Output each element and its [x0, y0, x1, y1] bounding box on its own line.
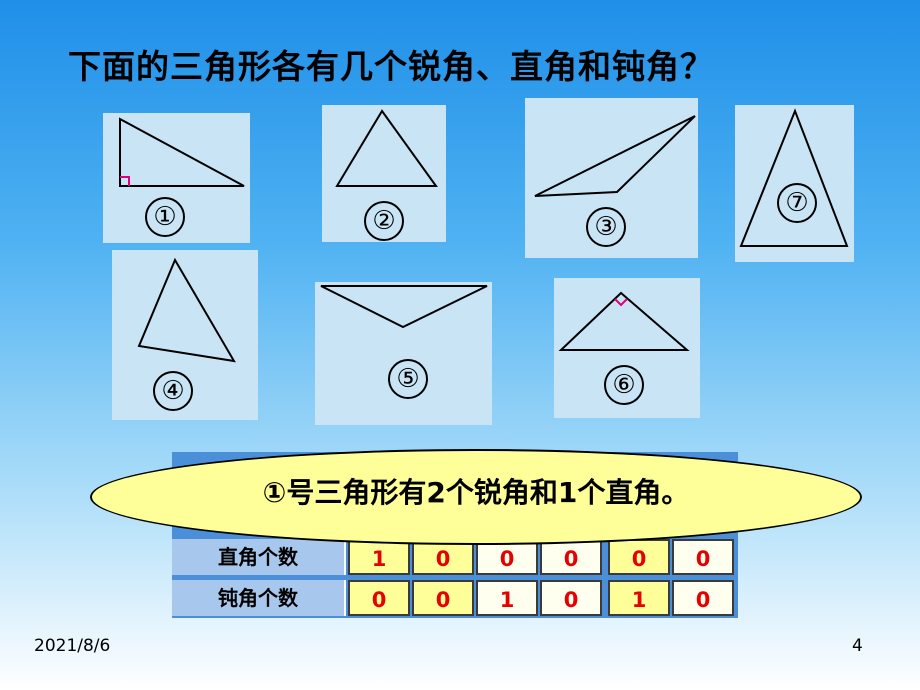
triangle-card-5: ⑤ — [315, 282, 492, 425]
row-header-obtuse-angles: 钝角个数 — [172, 580, 346, 616]
triangle-card-2: ② — [322, 105, 446, 242]
table-cell: 0 — [672, 580, 734, 616]
row-header-right-angles: 直角个数 — [172, 539, 346, 575]
callout-text: ①号三角形有2个锐角和1个直角。 — [262, 476, 690, 509]
triangle-number-5: ⑤ — [388, 359, 428, 399]
triangle-6-shape — [558, 291, 690, 351]
table-cell: 1 — [476, 580, 538, 616]
triangle-card-3: ③ — [525, 98, 698, 258]
slide-date: 2021/8/6 — [34, 636, 111, 656]
triangle-5-shape — [320, 285, 488, 329]
page-number: 4 — [852, 636, 863, 656]
triangle-number-6: ⑥ — [604, 365, 644, 405]
table-cell: 0 — [348, 580, 410, 616]
triangle-card-6: ⑥ — [554, 278, 700, 418]
table-row: 钝角个数 0 0 1 0 1 0 — [172, 580, 738, 616]
triangle-card-7: ⑦ — [735, 105, 854, 262]
triangle-number-4: ④ — [153, 371, 193, 411]
triangle-number-2: ② — [364, 201, 404, 241]
slide-title: 下面的三角形各有几个锐角、直角和钝角？ — [68, 47, 714, 86]
table-cell: 0 — [672, 539, 734, 575]
triangle-card-4: ④ — [112, 250, 258, 420]
table-cell: 0 — [412, 580, 474, 616]
triangle-number-3: ③ — [586, 207, 626, 247]
table-cell: 0 — [540, 539, 602, 575]
callout-oval — [90, 449, 862, 545]
triangle-number-7: ⑦ — [777, 183, 817, 223]
triangle-7-shape — [739, 108, 849, 247]
table-cell: 0 — [608, 539, 670, 575]
table-cell: 0 — [540, 580, 602, 616]
triangle-4-shape — [137, 257, 236, 363]
triangle-number-1: ① — [145, 197, 185, 237]
table-cell: 1 — [608, 580, 670, 616]
triangle-card-1: ① — [103, 113, 250, 243]
triangle-1-shape — [119, 117, 245, 187]
table-row: 直角个数 1 0 0 0 0 0 — [172, 539, 738, 575]
triangle-2-shape — [335, 109, 438, 187]
table-cell: 1 — [348, 539, 410, 575]
triangle-3-shape — [534, 115, 696, 197]
